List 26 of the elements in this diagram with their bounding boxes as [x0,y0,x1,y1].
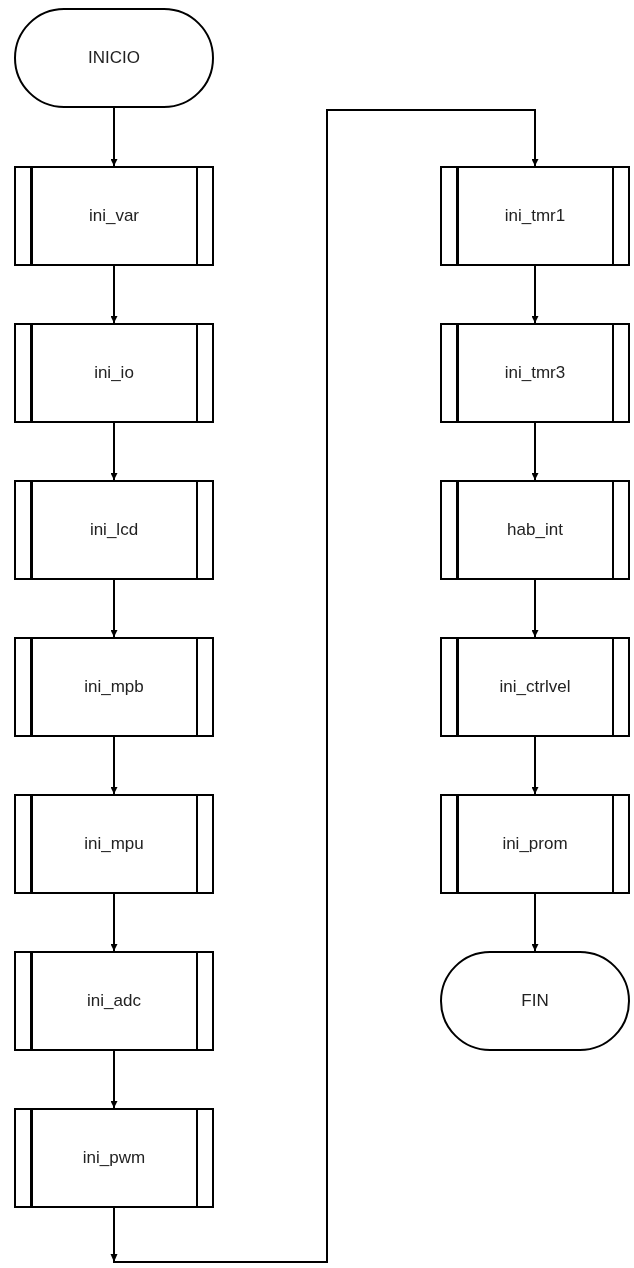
node-label: ini_var [88,205,140,228]
node-label: ini_tmr1 [504,205,566,228]
node-label: ini_mpu [84,833,144,856]
subroutine-box [14,951,214,1051]
node-label: ini_adc [87,990,141,1013]
subroutine-box [14,166,214,266]
node-label: ini_prom [502,833,568,856]
subroutine-box [440,323,630,423]
subroutine-box [440,480,630,580]
node-label: FIN [521,990,549,1013]
subroutine-box [14,323,214,423]
node-label: ini_ctrlvel [499,676,571,699]
node-label: hab_int [507,519,563,542]
subroutine-box [440,794,630,894]
node-label: ini_lcd [89,519,139,542]
node-label: ini_tmr3 [504,362,566,385]
subroutine-box [14,794,214,894]
subroutine-box [14,637,214,737]
node-label: INICIO [88,47,140,70]
subroutine-box [440,637,630,737]
subroutine-box [440,166,630,266]
subroutine-box [14,480,214,580]
node-label: ini_mpb [84,676,144,699]
node-label: ini_pwm [82,1147,146,1170]
subroutine-box [14,1108,214,1208]
node-label: ini_io [94,362,134,385]
